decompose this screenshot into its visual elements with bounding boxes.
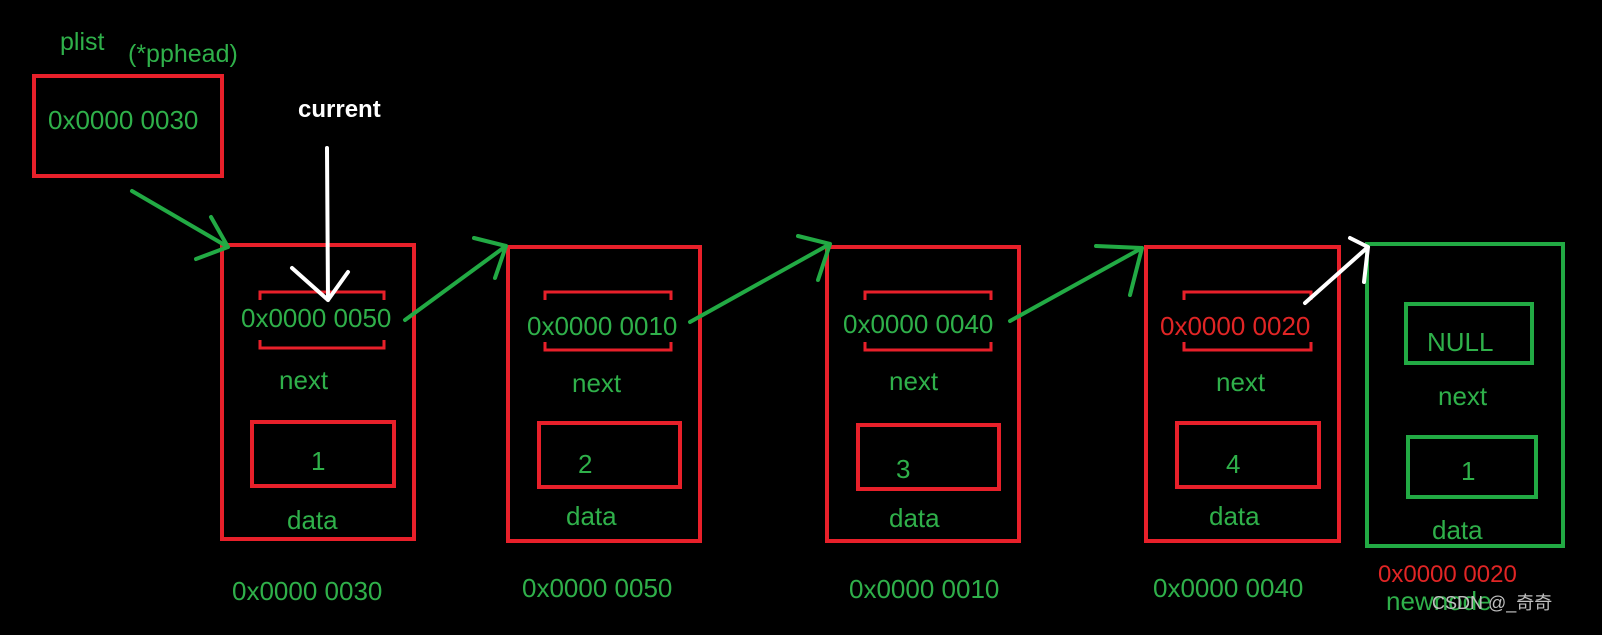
newnode-data-box bbox=[1406, 435, 1538, 499]
arrow-node2-to-node3 bbox=[688, 234, 832, 324]
arrow-node1-to-node2 bbox=[403, 236, 508, 322]
node-4-next-value: 0x0000 0020 bbox=[1160, 311, 1311, 341]
node-1-data-label: data bbox=[287, 505, 338, 535]
newnode-box bbox=[1365, 242, 1565, 548]
current-arrow bbox=[290, 146, 350, 302]
node-2-address: 0x0000 0050 bbox=[522, 573, 673, 603]
newnode-next-value: NULL bbox=[1427, 327, 1494, 357]
plist-value: 0x0000 0030 bbox=[48, 105, 199, 135]
node-1-data-value: 1 bbox=[311, 446, 326, 476]
node-4-data-box bbox=[1175, 421, 1321, 489]
node-1-next-value: 0x0000 0050 bbox=[241, 303, 392, 333]
node-3-next-value: 0x0000 0040 bbox=[843, 309, 994, 339]
node-4-address: 0x0000 0040 bbox=[1153, 573, 1304, 603]
node-3-next-label: next bbox=[889, 366, 939, 396]
plist-arrow bbox=[130, 189, 230, 261]
plist-label: plist bbox=[60, 28, 105, 56]
current-label: current bbox=[298, 96, 381, 123]
node-3-data-box bbox=[856, 423, 1001, 491]
node-1-address: 0x0000 0030 bbox=[232, 576, 383, 606]
node-4-data-label: data bbox=[1209, 501, 1260, 531]
plist-box bbox=[32, 74, 224, 178]
newnode-next-box bbox=[1404, 302, 1534, 365]
node-1-data-box bbox=[250, 420, 396, 488]
node-2-data-value: 2 bbox=[578, 449, 593, 479]
newnode-link-arrow bbox=[1303, 236, 1370, 305]
newnode-label: newnode bbox=[1386, 586, 1492, 616]
node-4-box bbox=[1144, 245, 1341, 543]
node-4-next-label: next bbox=[1216, 367, 1266, 397]
node-2-data-label: data bbox=[566, 501, 617, 531]
newnode-data-label: data bbox=[1432, 515, 1483, 545]
node-3-next-bracket bbox=[863, 290, 993, 352]
node-3-data-value: 3 bbox=[896, 454, 911, 484]
node-2-next-label: next bbox=[572, 368, 622, 398]
node-2-next-value: 0x0000 0010 bbox=[527, 311, 678, 341]
node-2-data-box bbox=[537, 421, 682, 489]
node-3-address: 0x0000 0010 bbox=[849, 574, 1000, 604]
newnode-data-value: 1 bbox=[1461, 456, 1476, 486]
node-3-data-label: data bbox=[889, 503, 940, 533]
newnode-next-label: next bbox=[1438, 381, 1488, 411]
pphead-label: (*pphead) bbox=[128, 40, 238, 68]
watermark: CSDN @_奇奇 bbox=[1432, 593, 1553, 613]
newnode-address: 0x0000 0020 bbox=[1378, 561, 1517, 588]
node-3-box bbox=[825, 245, 1021, 543]
node-2-box bbox=[506, 245, 702, 543]
node-4-data-value: 4 bbox=[1226, 449, 1241, 479]
node-1-next-label: next bbox=[279, 365, 329, 395]
node-1-box bbox=[220, 243, 416, 541]
arrow-node3-to-node4 bbox=[1008, 244, 1144, 323]
node-2-next-bracket bbox=[543, 290, 673, 352]
